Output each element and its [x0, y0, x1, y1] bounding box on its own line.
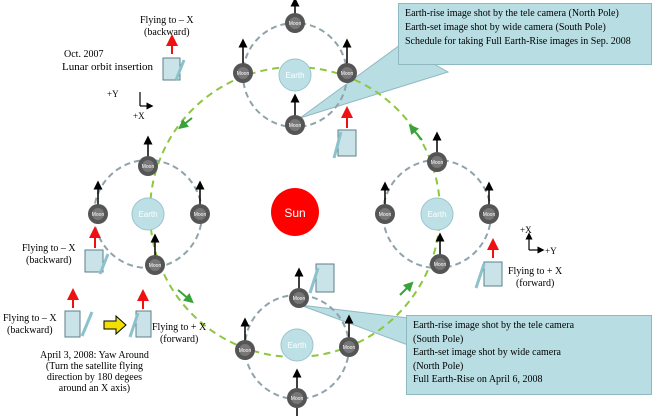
moon-bottom-w: Moon [235, 317, 255, 360]
callout-bottom: Earth-rise image shot by the tele camera… [406, 315, 652, 395]
svg-text:Moon: Moon [341, 71, 354, 77]
satellite-bottom [308, 263, 335, 294]
moon-top-e: Moon [337, 38, 357, 83]
axis-x-right-label: +X [520, 225, 532, 235]
svg-text:Earth: Earth [287, 341, 306, 350]
satellite-top [332, 106, 357, 159]
svg-text:Moon: Moon [149, 263, 162, 269]
svg-text:Moon: Moon [291, 396, 304, 402]
svg-text:Moon: Moon [431, 160, 444, 166]
svg-text:Moon: Moon [92, 212, 105, 218]
moon-right-s: Moon [430, 232, 450, 274]
orbit-arrow-3 [399, 281, 414, 296]
moon-left-s: Moon [145, 233, 165, 275]
svg-text:Earth: Earth [427, 210, 446, 219]
svg-text:Moon: Moon [142, 164, 155, 170]
axes-top-left [139, 92, 154, 110]
earth-top: Earth [278, 58, 312, 92]
sun: Sun [271, 188, 319, 236]
moon-bottom-s: Moon [287, 368, 307, 416]
yaw-note: April 3, 2008: Yaw Around (Turn the sate… [40, 350, 149, 394]
insertion-label: Oct. 2007 Lunar orbit insertion [62, 49, 154, 73]
svg-text:Earth: Earth [138, 210, 157, 219]
moon-left-n: Moon [138, 135, 158, 176]
moon-bottom-e: Moon [339, 314, 359, 357]
svg-text:Moon: Moon [237, 71, 250, 77]
moon-right-n: Moon [427, 131, 447, 172]
label-fly-back-bottom: Flying to – X (backward) [3, 313, 57, 336]
orbit-arrow-1 [178, 117, 193, 130]
earth-left: Earth [131, 197, 165, 231]
svg-text:Moon: Moon [239, 348, 252, 354]
moon-left-e: Moon [190, 180, 210, 224]
svg-text:Moon: Moon [434, 262, 447, 268]
orbit-arrow-4 [408, 124, 423, 141]
sun-label: Sun [284, 206, 305, 220]
label-fly-fwd-bottom: Flying to + X (forward) [152, 322, 207, 345]
moon-right-w: Moon [375, 181, 395, 224]
orbit-arrow-2 [177, 289, 194, 304]
label-fly-back-left: Flying to – X (backward) [22, 243, 76, 266]
axis-y-top-label: +Y [107, 89, 119, 99]
axis-x-top-label: +X [133, 111, 145, 121]
label-fly-back-top: Flying to – X (backward) [140, 15, 194, 38]
satellite-yaw-before [64, 288, 94, 338]
moon-top-w: Moon [233, 38, 253, 83]
satellite-insertion [162, 34, 186, 81]
svg-text:Moon: Moon [483, 212, 496, 218]
callout-top: Earth-rise image shot by the tele camera… [398, 3, 652, 65]
svg-text:Moon: Moon [289, 123, 302, 129]
svg-text:Moon: Moon [293, 296, 306, 302]
moon-top-n: Moon [285, 0, 305, 33]
axes-right [525, 232, 545, 254]
moon-top-s: Moon [285, 93, 305, 135]
svg-text:Moon: Moon [194, 212, 207, 218]
label-fly-fwd-right: Flying to + X (forward) [508, 266, 563, 289]
moon-bottom-n: Moon [289, 267, 309, 308]
svg-text:Earth: Earth [285, 71, 304, 80]
svg-text:Moon: Moon [379, 212, 392, 218]
satellite-left [84, 226, 110, 275]
svg-text:Moon: Moon [289, 21, 302, 27]
earth-bottom: Earth [280, 328, 314, 362]
axis-y-right-label: +Y [545, 246, 557, 256]
moon-left-w: Moon [88, 180, 108, 224]
moon-right-e: Moon [479, 181, 499, 224]
earth-right: Earth [420, 197, 454, 231]
satellite-right [474, 238, 503, 289]
satellite-yaw-after [128, 289, 152, 338]
yaw-arrow-icon [103, 314, 127, 336]
svg-text:Moon: Moon [343, 345, 356, 351]
